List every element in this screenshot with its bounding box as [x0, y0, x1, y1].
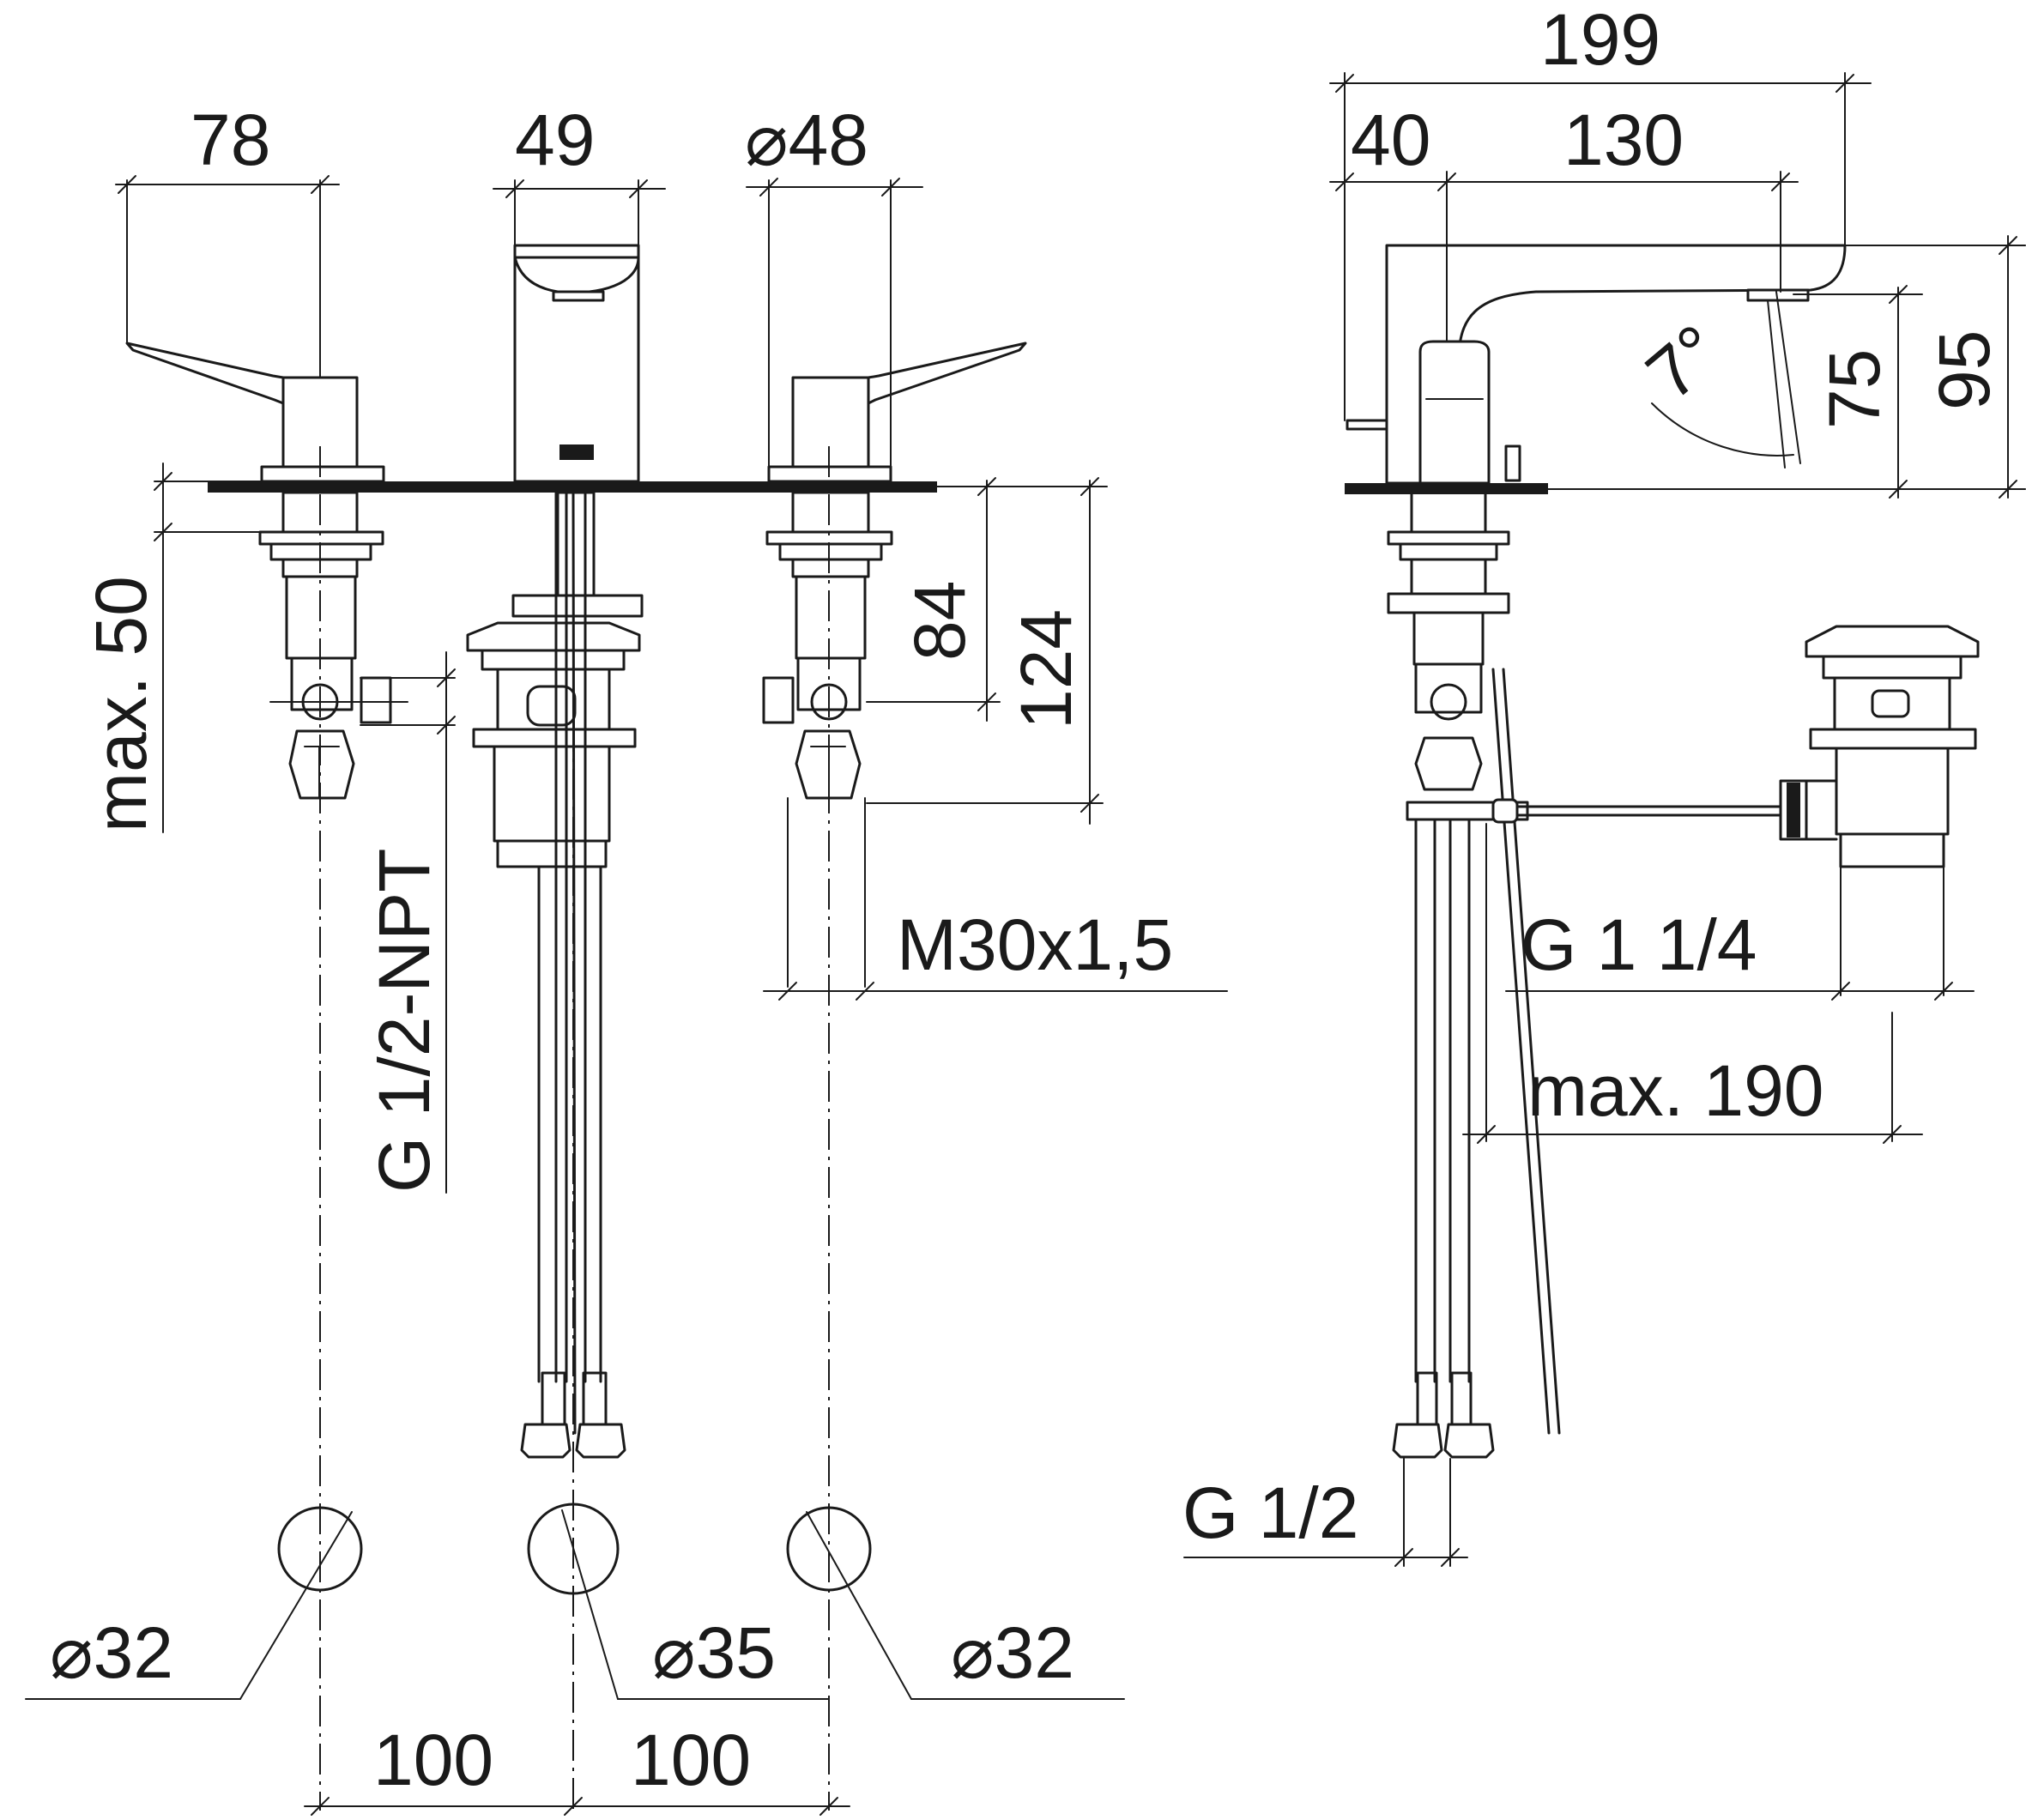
- side-waste: [1805, 625, 1980, 868]
- dim-max-50: max. 50: [81, 463, 263, 833]
- dim-g114: G 1 1/4: [1521, 904, 1757, 985]
- side-spout: [1346, 244, 1847, 485]
- dim-spacing-right: 100: [631, 1720, 751, 1800]
- dim-shank-84: 84: [899, 581, 980, 661]
- dim-body-depth: 40: [1351, 100, 1430, 180]
- dim-199: 199: [1329, 0, 1872, 421]
- dim-max-waste: max. 190: [1527, 1050, 1824, 1131]
- dim-max-190: max. 190: [1462, 823, 1923, 1144]
- dim-spout-height: 75: [1814, 349, 1895, 429]
- front-view: 78 49 ⌀48 max. 50: [25, 100, 1228, 1816]
- dim-inlet-npt: G 1/2-NPT: [364, 849, 445, 1193]
- dim-75-95: 75 95: [1547, 235, 2026, 499]
- dim-spout-width: 49: [515, 100, 595, 180]
- countertop-side: [1345, 483, 1548, 494]
- dim-hole-right: ⌀32: [951, 1612, 1074, 1693]
- dim-m30: M30x1,5: [897, 904, 1173, 985]
- dim-waste-thread: G 1 1/4: [1505, 866, 1975, 1001]
- dim-d48: ⌀48: [745, 100, 923, 468]
- dim-spacing: 100 100: [304, 1720, 850, 1816]
- dim-handle-diameter: ⌀48: [745, 100, 868, 180]
- dim-49: 49: [493, 100, 666, 246]
- side-view: 7° 199 40 130: [1182, 0, 2026, 1567]
- dim-40-130: 40 130: [1329, 100, 1799, 342]
- dim-shank-124: 124: [1006, 609, 1086, 729]
- left-handle-valve: [125, 342, 392, 800]
- mounting-holes: ⌀32 ⌀35 ⌀32: [25, 1503, 1125, 1700]
- front-spout: [513, 244, 640, 483]
- dim-g12: G 1/2: [1182, 1472, 1358, 1553]
- right-handle-valve: [762, 342, 1027, 800]
- dim-overall-height: 95: [1924, 330, 2005, 410]
- dim-spacing-left: 100: [373, 1720, 493, 1800]
- side-valve-body: [1387, 493, 1510, 791]
- dim-84-124: 84 124: [866, 477, 1108, 825]
- dim-max-deck: max. 50: [81, 576, 161, 832]
- dim-total-depth: 199: [1540, 0, 1660, 80]
- dim-handle-reach: 78: [191, 100, 270, 180]
- dim-hole-left: ⌀32: [50, 1612, 173, 1693]
- dim-78: 78: [115, 100, 340, 378]
- dim-spout-angle: 7°: [1631, 309, 1736, 415]
- dim-inlet-thread: G 1/2-NPT: [269, 651, 456, 1194]
- front-waste: [466, 491, 644, 868]
- dim-spout-reach: 130: [1563, 100, 1684, 180]
- dim-hole-center: ⌀35: [652, 1612, 776, 1693]
- side-hoses: [1392, 668, 1808, 1459]
- dim-hose-thread: G 1/2: [1182, 1458, 1468, 1567]
- spout-angle: 7°: [1631, 291, 1801, 469]
- dim-mount-thread: M30x1,5: [763, 797, 1228, 1001]
